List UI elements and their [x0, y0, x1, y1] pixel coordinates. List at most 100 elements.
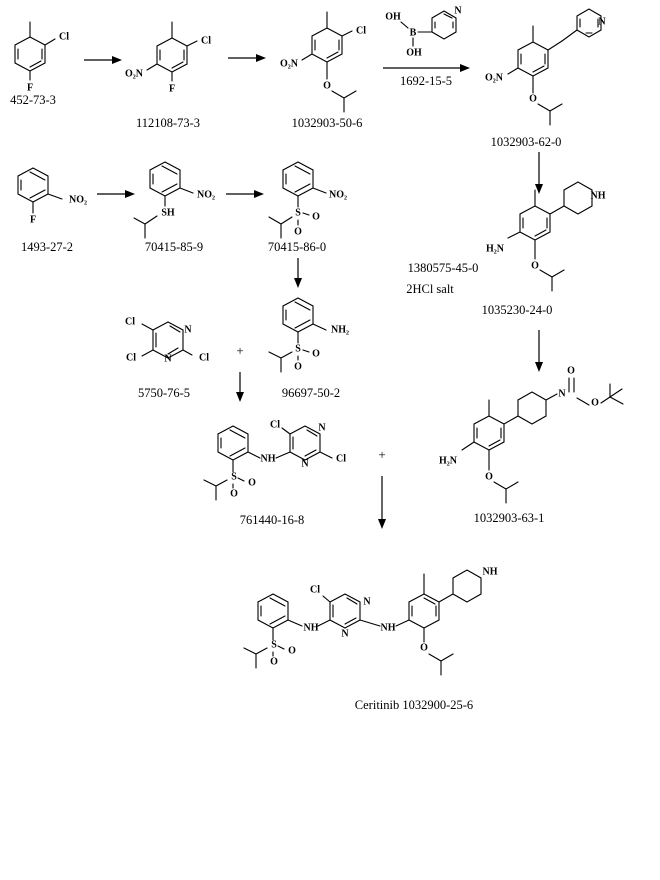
atom-h2n: H₂N — [486, 243, 505, 254]
atom-cl: Cl — [336, 453, 346, 464]
atom-nh: NH — [591, 190, 606, 201]
atom-cl: Cl — [125, 316, 135, 327]
compound-label-96697-50-2: 96697-50-2 — [282, 386, 340, 400]
atom-no2: NO₂ — [69, 194, 87, 205]
arrow-head-right — [125, 190, 135, 198]
atom-nh: NH — [381, 622, 396, 633]
arrow-head-down — [535, 362, 543, 372]
atom-no2: NO₂ — [197, 189, 215, 200]
arrow-head-right — [460, 64, 470, 72]
atom-f: F — [169, 83, 175, 94]
atom-o2n: O₂N — [485, 72, 504, 83]
compound-label-70415-85-9: 70415-85-9 — [145, 240, 203, 254]
atom-o: O — [270, 656, 278, 667]
atom-o2n: O₂N — [125, 68, 144, 79]
arrow-head-right — [254, 190, 264, 198]
atom-o: O — [288, 645, 296, 656]
atom-n: N — [318, 422, 326, 433]
atom-o: O — [420, 642, 428, 653]
atom-o: O — [230, 488, 238, 499]
atom-f: F — [27, 82, 33, 93]
atom-o: O — [312, 211, 320, 222]
atom-o: O — [294, 361, 302, 372]
atom-n: N — [598, 16, 606, 27]
atom-cl: Cl — [201, 35, 211, 46]
compound-label-1493-27-2: 1493-27-2 — [21, 240, 73, 254]
plus-sign: + — [378, 447, 385, 462]
atom-nh: NH — [483, 566, 498, 577]
salt-label: 2HCl salt — [406, 282, 454, 296]
structure-1692-15-5: N B OH OH — [385, 5, 462, 58]
compound-label-112108-73-3: 112108-73-3 — [136, 116, 200, 130]
atom-n: N — [301, 458, 309, 469]
atom-n: N — [454, 5, 462, 16]
atom-o: O — [531, 260, 539, 271]
atom-s: S — [295, 343, 301, 354]
structure-70415-86-0: NO₂ S O O — [268, 161, 347, 239]
compound-label-1692-15-5: 1692-15-5 — [400, 74, 452, 88]
atom-f: F — [30, 214, 36, 225]
atom-nh: NH — [304, 622, 319, 633]
structure-1032903-63-1: N O O H₂N O — [439, 365, 624, 504]
structure-96697-50-2: NH₂ S O O — [268, 297, 349, 373]
atom-cl: Cl — [356, 25, 366, 36]
compound-label-1032903-50-6: 1032903-50-6 — [292, 116, 363, 130]
structure-70415-85-9: NO₂ SH — [133, 161, 215, 239]
compound-label-1380575-45-0: 1380575-45-0 — [408, 261, 479, 275]
arrow-head-down — [294, 278, 302, 288]
atom-nh2: NH₂ — [331, 324, 349, 335]
atom-o: O — [529, 93, 537, 104]
structure-452-73-3: Cl F — [14, 21, 69, 93]
structure-5750-76-5: N N Cl Cl Cl — [125, 316, 209, 364]
atom-n: N — [558, 388, 566, 399]
compound-label-5750-76-5: 5750-76-5 — [138, 386, 190, 400]
atom-o: O — [248, 477, 256, 488]
atom-oh: OH — [385, 11, 401, 22]
compound-label-1032903-63-1: 1032903-63-1 — [474, 511, 545, 525]
structure-761440-16-8: NH N N Cl Cl S O O — [203, 419, 346, 501]
atom-o: O — [294, 226, 302, 237]
arrow-head-right — [256, 54, 266, 62]
atom-n: N — [363, 596, 371, 607]
atom-n: N — [184, 324, 192, 335]
structure-1032903-50-6: Cl O₂N O — [280, 11, 366, 113]
structure-1493-27-2: NO₂ F — [17, 167, 87, 225]
atom-n: N — [164, 353, 172, 364]
atom-cl: Cl — [59, 31, 69, 42]
compound-label-452-73-3: 452-73-3 — [10, 93, 56, 107]
atom-oh: OH — [406, 47, 422, 58]
atom-o: O — [591, 397, 599, 408]
structure-1035230-24-0: NH H₂N O — [486, 181, 606, 292]
atom-nh: NH — [261, 453, 276, 464]
arrow-head-down — [535, 184, 543, 194]
atom-no2: NO₂ — [329, 189, 347, 200]
structure-112108-73-3: Cl O₂N F — [125, 21, 211, 94]
atom-sh: SH — [161, 207, 175, 218]
atom-h2n: H₂N — [439, 455, 458, 466]
arrow-head-down — [236, 392, 244, 402]
arrow-head-down — [378, 519, 386, 529]
plus-sign: + — [236, 343, 243, 358]
atom-o: O — [485, 471, 493, 482]
atom-o: O — [567, 365, 575, 376]
atom-o: O — [323, 80, 331, 91]
compound-label-1032903-62-0: 1032903-62-0 — [491, 135, 562, 149]
structure-1032903-62-0: N O₂N O — [485, 8, 606, 126]
atom-cl: Cl — [199, 352, 209, 363]
product-label-ceritinib: Ceritinib 1032900-25-6 — [355, 698, 473, 712]
atom-o: O — [312, 348, 320, 359]
atom-s: S — [271, 639, 277, 650]
atom-s: S — [231, 471, 237, 482]
atom-cl: Cl — [126, 352, 136, 363]
atom-b: B — [410, 27, 417, 38]
compound-label-761440-16-8: 761440-16-8 — [240, 513, 305, 527]
compound-label-70415-86-0: 70415-86-0 — [268, 240, 326, 254]
atom-cl: Cl — [270, 419, 280, 430]
atom-cl: Cl — [310, 584, 320, 595]
arrow-head-right — [112, 56, 122, 64]
structure-ceritinib: NH NH NH N N Cl O S O O — [243, 566, 498, 676]
atom-o2n: O₂N — [280, 58, 299, 69]
compound-label-1035230-24-0: 1035230-24-0 — [482, 303, 553, 317]
